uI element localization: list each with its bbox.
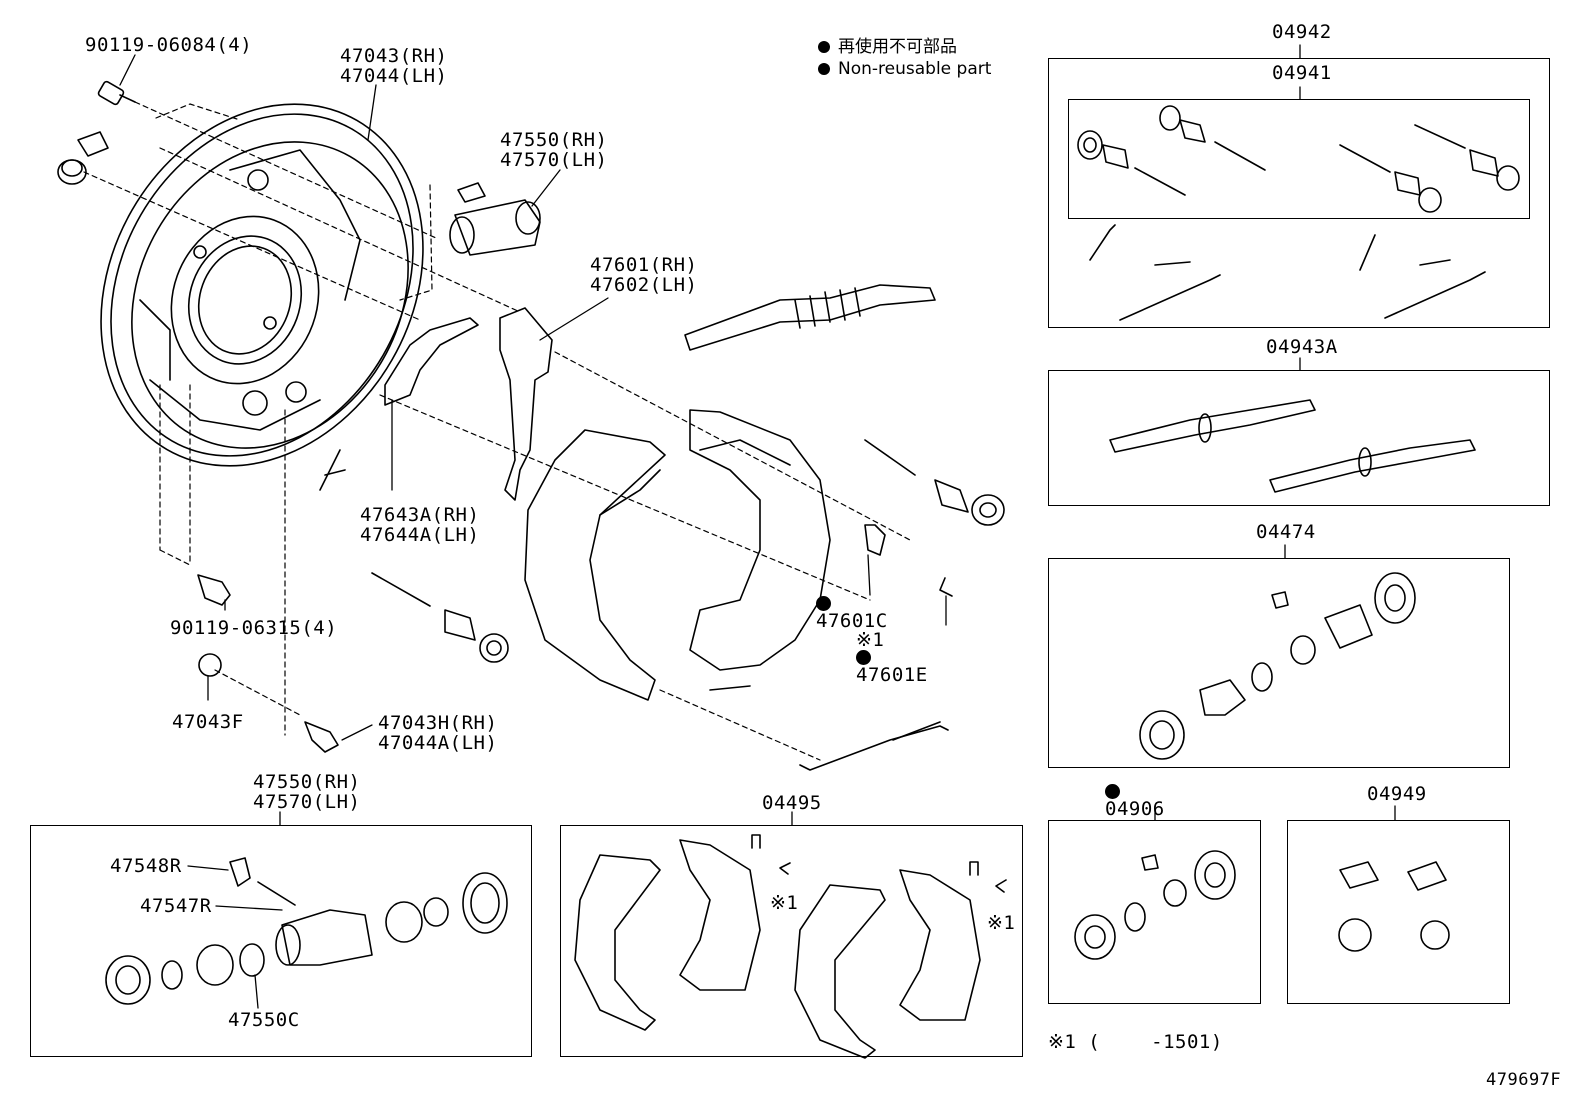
label-kit-c: 47550C (228, 1010, 300, 1030)
label-cylinder-kit: 04474 (1256, 522, 1316, 542)
part-number: 04474 (1256, 521, 1316, 543)
label-ring-e: ※1 47601E (856, 630, 928, 685)
label-adjuster-kit: 04943A (1266, 337, 1338, 357)
mark: ※1 (856, 629, 885, 651)
footnote: ※1 ( -1501) (1048, 1032, 1223, 1052)
dot-icon (818, 41, 830, 53)
label-cup-kit: 04906 (1105, 784, 1165, 819)
part-number: 47043(RH) (340, 45, 448, 67)
legend-row-jp: 再使用不可部品 (818, 36, 991, 58)
footnote-text: ※1 ( -1501) (1048, 1031, 1223, 1053)
shoe-kit-drawing (574, 834, 1007, 1059)
part-number: 04906 (1105, 784, 1165, 819)
cylinder-kit-box (1048, 558, 1510, 768)
label-spring-kit-inner: 04941 (1272, 63, 1332, 83)
label-plug-f: 47043F (172, 712, 244, 732)
part-number: 47547R (140, 895, 212, 917)
spring-kit-drawing (1077, 105, 1520, 321)
dot-icon (1105, 784, 1120, 799)
cup-kit-drawing (1074, 850, 1236, 960)
spring-kit-inner-box (1068, 99, 1530, 219)
boot-kit-box (1287, 820, 1510, 1004)
part-number: 47550C (228, 1009, 300, 1031)
part-number: 90119-06084(4) (85, 34, 253, 56)
spring-kit-outer-box (1048, 58, 1550, 328)
wheel-cylinder-kit-drawing (105, 857, 508, 1005)
dot-icon (816, 596, 831, 611)
label-mark-b: ※1 (987, 913, 1015, 933)
dot-icon (856, 650, 871, 665)
label-wheel-cylinder: 47550(RH)47570(LH) (500, 130, 607, 170)
adjuster-drawing (684, 284, 936, 351)
cup-kit-box (1048, 820, 1261, 1004)
part-number: 04495 (762, 792, 822, 814)
part-number: 47043F (172, 711, 244, 733)
figure-id-text: 479697F (1486, 1070, 1562, 1090)
part-number: 04943A (1266, 336, 1338, 358)
dot-icon (818, 63, 830, 75)
lever-strut-drawing (319, 307, 553, 501)
part-number: 47644A(LH) (360, 524, 480, 546)
label-spring-kit-outer: 04942 (1272, 22, 1332, 42)
ring-e-number: 47601E (856, 664, 928, 686)
label-bolt-h: 47043H(RH)47044A(LH) (378, 713, 497, 753)
label-strut: 47643A(RH)47644A(LH) (360, 505, 479, 545)
label-lever: 47601(RH)47602(LH) (590, 255, 697, 295)
label-bleeder: 47547R (140, 896, 212, 916)
part-number: 47570(LH) (253, 791, 361, 813)
part-number: 04949 (1367, 783, 1427, 805)
label-shoe-kit: 04495 (762, 793, 822, 813)
part-number: 04942 (1272, 21, 1332, 43)
boot-kit-drawing (1338, 861, 1450, 952)
mark: ※1 (987, 912, 1016, 934)
backing-plate-drawing (100, 103, 424, 467)
part-number: 47601C (816, 596, 888, 631)
label-boot-kit: 04949 (1367, 784, 1427, 804)
legend: 再使用不可部品 Non-reusable part (818, 36, 991, 80)
legend-line1: 再使用不可部品 (838, 37, 957, 57)
adjuster-kit-box (1048, 370, 1550, 506)
cup-kit-number: 04906 (1105, 798, 1165, 820)
label-backing-plate: 47043(RH)47044(LH) (340, 46, 447, 86)
label-wheel-cylinder-kit: 47550(RH)47570(LH) (253, 772, 360, 812)
part-number: 47044(LH) (340, 65, 448, 87)
small-parts-left (57, 80, 339, 753)
part-number: 47044A(LH) (378, 732, 498, 754)
label-mark-a: ※1 (770, 893, 798, 913)
cylinder-kit-drawing (1139, 572, 1416, 760)
part-number: ※1 47601E (856, 630, 928, 685)
legend-line2: Non-reusable part (838, 59, 992, 79)
part-number: 47548R (110, 855, 182, 877)
shoe-kit-box (560, 825, 1023, 1057)
springs-mid (371, 439, 1005, 771)
label-cap: 47548R (110, 856, 182, 876)
part-number: 90119-06315(4) (170, 617, 338, 639)
dashed-leaders (83, 101, 911, 761)
clip-c-number: 47601C (816, 610, 888, 632)
brake-shoes-drawing (524, 409, 831, 701)
label-bolt-top: 90119-06084(4) (85, 35, 252, 55)
solid-leaders (119, 44, 1396, 1009)
part-number: 47550(RH) (253, 771, 361, 793)
part-number: 47602(LH) (590, 274, 698, 296)
part-number: 47643A(RH) (360, 504, 480, 526)
figure-id: 479697F (1486, 1070, 1561, 1090)
wheel-cylinder-kit-box (30, 825, 532, 1057)
label-clip-c: 47601C (816, 596, 888, 631)
legend-row-en: Non-reusable part (818, 58, 991, 80)
mark: ※1 (770, 892, 799, 914)
part-number: 47570(LH) (500, 149, 608, 171)
part-number: 04941 (1272, 62, 1332, 84)
part-number: 47601(RH) (590, 254, 698, 276)
adjuster-kit-drawing (1109, 399, 1476, 493)
part-number: 47550(RH) (500, 129, 608, 151)
wheel-cylinder-drawing (449, 182, 541, 256)
part-number: 47043H(RH) (378, 712, 498, 734)
label-bolt-bottom: 90119-06315(4) (170, 618, 337, 638)
